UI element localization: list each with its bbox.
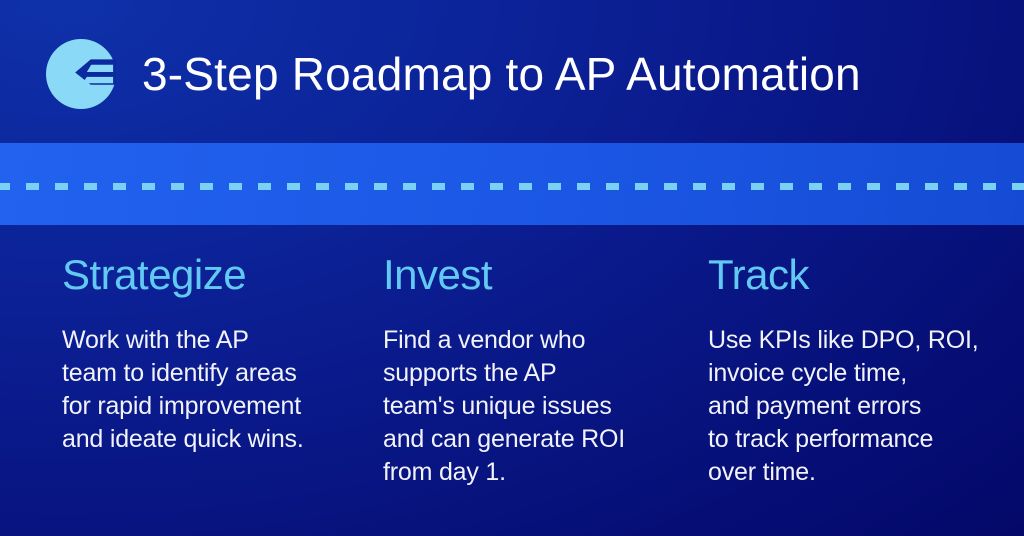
centime-c-logo-icon xyxy=(46,38,116,109)
step-title: Invest xyxy=(383,251,493,298)
step-description: Find a vendor who supports the AP team's… xyxy=(383,326,625,486)
step-invest: Invest Find a vendor who supports the AP… xyxy=(383,252,703,489)
divider-stripe xyxy=(0,143,1024,225)
step-description: Work with the AP team to identify areas … xyxy=(62,326,304,453)
step-description: Use KPIs like DPO, ROI, invoice cycle ti… xyxy=(708,326,979,486)
header: 3-Step Roadmap to AP Automation xyxy=(0,0,1024,143)
step-title: Track xyxy=(708,251,809,298)
step-title: Strategize xyxy=(62,251,247,298)
steps-section: Strategize Work with the AP team to iden… xyxy=(0,252,1024,536)
dashed-roadmap-line xyxy=(0,183,1024,190)
page-title: 3-Step Roadmap to AP Automation xyxy=(142,47,861,100)
step-track: Track Use KPIs like DPO, ROI, invoice cy… xyxy=(708,252,1024,489)
step-strategize: Strategize Work with the AP team to iden… xyxy=(62,252,382,456)
